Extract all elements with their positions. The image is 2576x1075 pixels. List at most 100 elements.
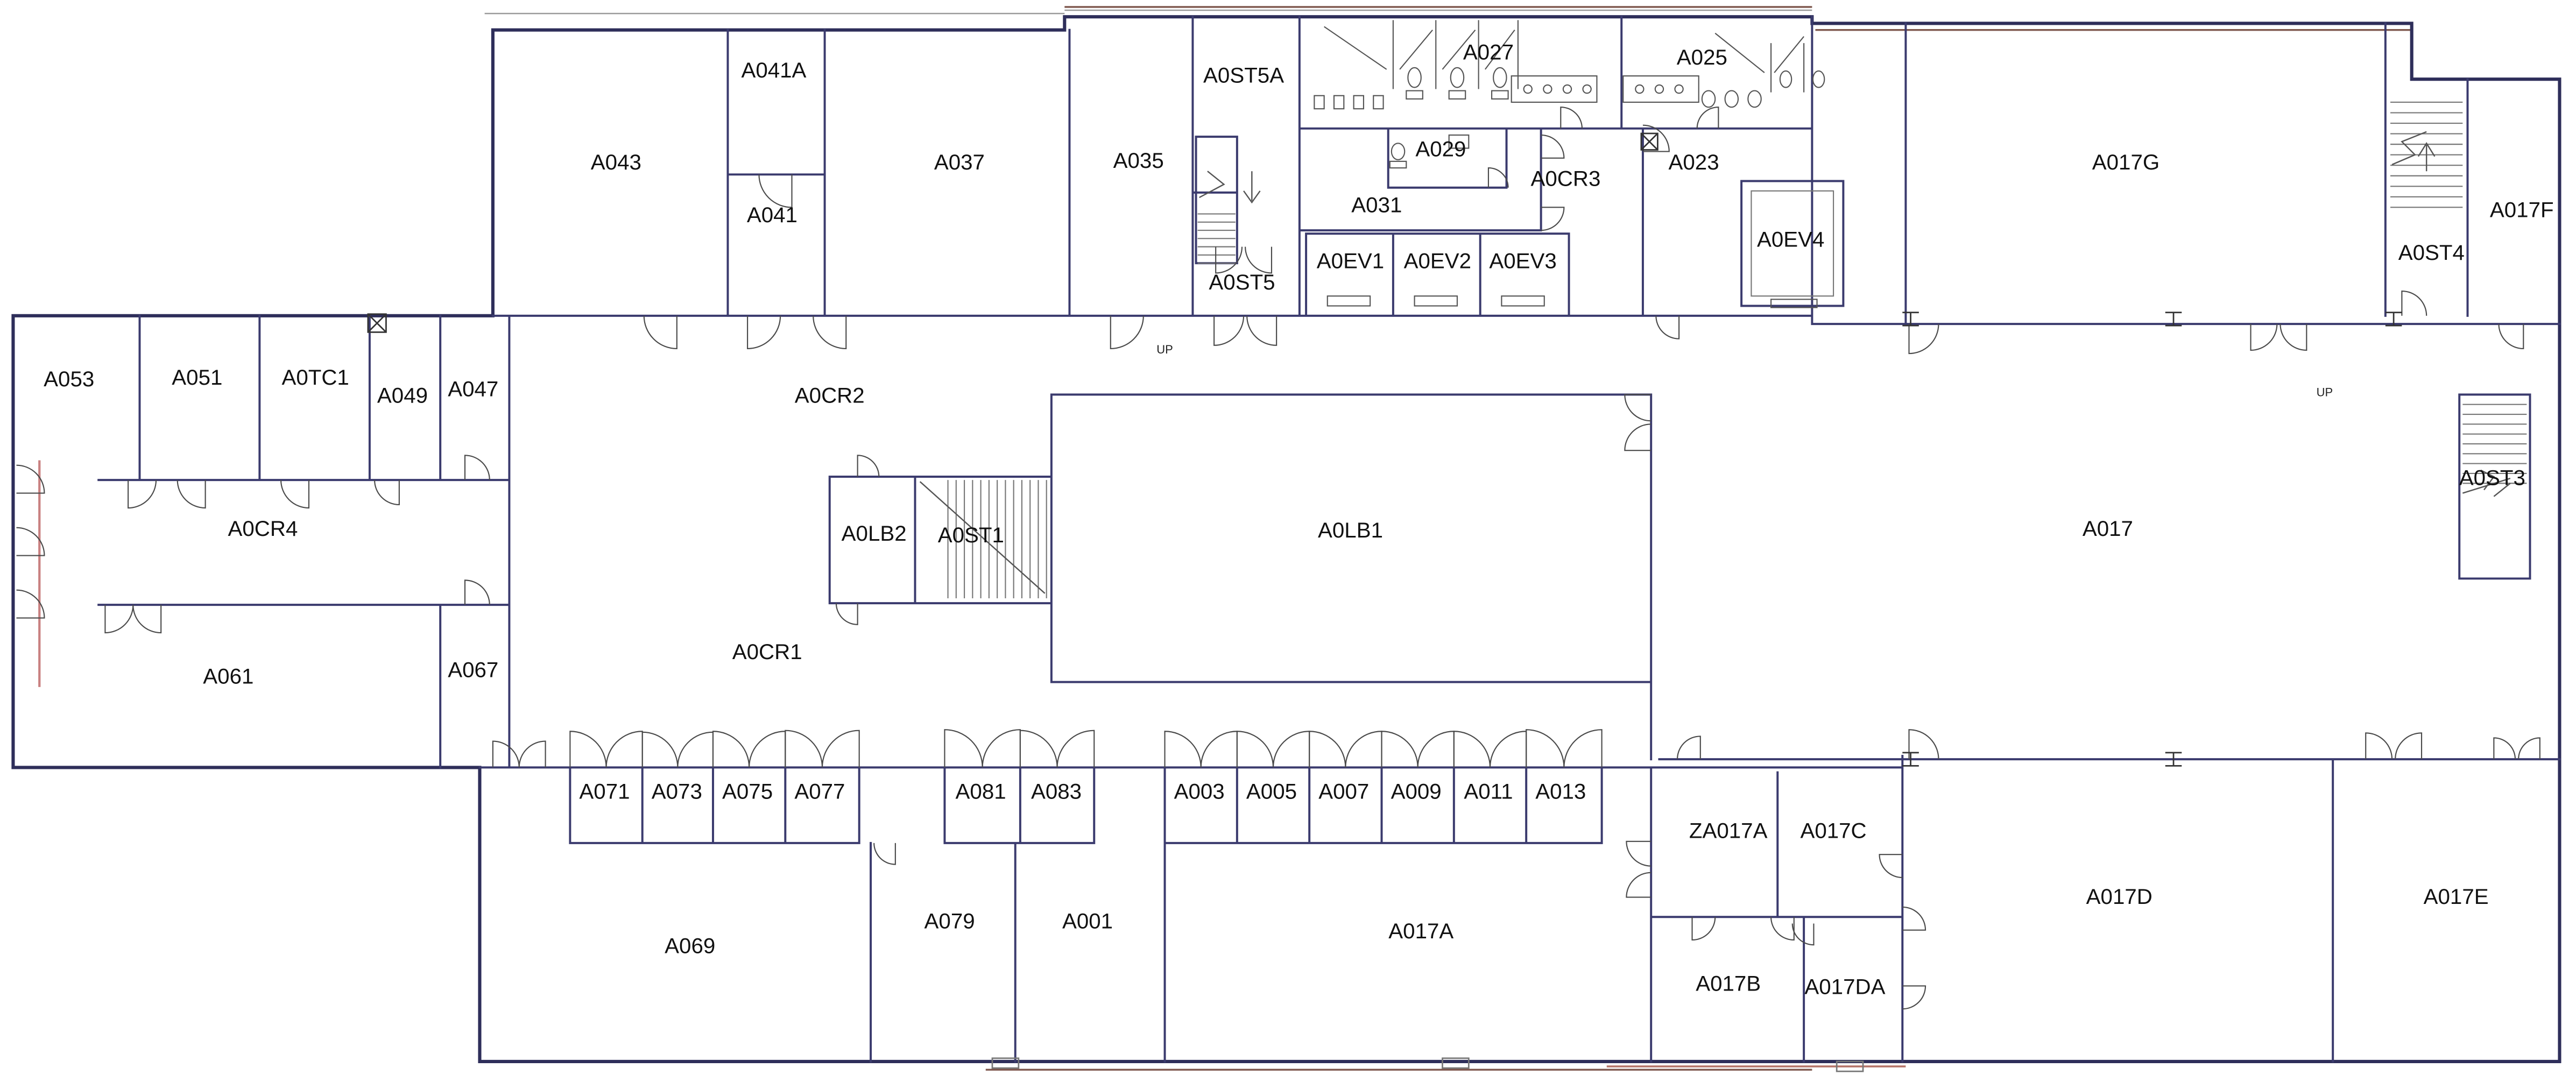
stair-a0st3-arrow-icon	[2462, 469, 2511, 497]
room-label-A017G: A017G	[2092, 150, 2159, 174]
door-swing-icon	[1791, 923, 1815, 946]
stairs-layer	[947, 101, 2527, 598]
door-swing-icon	[1056, 730, 1095, 768]
room-label-A073: A073	[652, 779, 702, 803]
room-label-A0CR1: A0CR1	[732, 640, 802, 664]
room-label-A017B: A017B	[1696, 972, 1761, 996]
room-label-A017A: A017A	[1388, 919, 1453, 943]
door-swing-icon	[1236, 731, 1274, 768]
wall-column	[991, 1057, 1020, 1069]
sink-basin-icon	[1582, 84, 1592, 94]
room-label-A011: A011	[1464, 779, 1513, 803]
door-swing-icon	[104, 605, 134, 634]
door-swing-icon	[1381, 731, 1418, 768]
door-swing-icon	[873, 843, 896, 865]
door-swing-icon	[128, 480, 157, 509]
sink-basin-icon	[1674, 84, 1684, 94]
room-label-A003: A003	[1174, 779, 1225, 803]
urinal-icon	[1373, 95, 1384, 110]
door-swing-icon	[464, 455, 490, 480]
room-label-A0ST4: A0ST4	[2398, 241, 2465, 265]
room-label-A017: A017	[2083, 517, 2133, 541]
door-swing-icon	[2395, 732, 2423, 760]
accent-lines-layer	[38, 6, 2412, 1071]
door-swing-icon	[1245, 246, 1273, 274]
door-swing-icon	[1487, 167, 1509, 188]
wc-tank-icon	[1448, 90, 1466, 100]
door-swing-icon	[1676, 735, 1701, 760]
room-label-ZA017A: ZA017A	[1689, 819, 1768, 843]
room-label-A001: A001	[1062, 909, 1113, 933]
column-h-icon	[2165, 752, 2182, 767]
doors-layer	[16, 107, 2540, 1010]
door-swing-icon	[374, 480, 400, 506]
room-label-A051: A051	[172, 365, 222, 390]
door-swing-icon	[16, 589, 45, 619]
room-label-A031: A031	[1351, 193, 1402, 217]
sink-basin-icon	[1543, 84, 1552, 94]
outer-wall	[11, 15, 2561, 1063]
room-label-A077: A077	[794, 779, 845, 803]
basin-icon	[1747, 90, 1762, 108]
urinal-icon	[1353, 95, 1365, 110]
door-swing-icon	[712, 731, 750, 768]
room-label-A035: A035	[1113, 148, 1164, 173]
door-swing-icon	[1246, 315, 1278, 346]
sink-counter-a027	[1511, 75, 1598, 103]
fixtures-layer	[1314, 20, 1834, 308]
door-swing-icon	[1624, 423, 1652, 451]
room-label-A0LB2: A0LB2	[842, 521, 907, 546]
column-h-icon	[1902, 752, 1919, 767]
room-label-A0ST5A: A0ST5A	[1203, 63, 1284, 87]
door-swing-icon	[16, 527, 45, 556]
room-label-A041A: A041A	[741, 58, 806, 82]
door-swing-icon	[1626, 840, 1652, 867]
door-swing-icon	[1489, 731, 1527, 768]
toilet-stall-partitions-a025	[1714, 32, 1805, 93]
room-label-A0TC1: A0TC1	[281, 365, 349, 390]
wc-icon	[1450, 67, 1465, 88]
door-swing-icon	[1345, 731, 1382, 768]
room-label-A053: A053	[44, 367, 94, 391]
door-swing-icon	[1691, 917, 1716, 941]
door-swing-icon	[1215, 246, 1243, 274]
room-label-A009: A009	[1391, 779, 1442, 803]
door-swing-icon	[2493, 737, 2516, 760]
basin-icon	[1724, 90, 1739, 108]
door-swing-icon	[1110, 315, 1144, 349]
door-swing-icon	[1626, 872, 1652, 898]
room-label-A023: A023	[1669, 150, 1719, 174]
sink-basin-icon	[1562, 84, 1572, 94]
room-label-A0ST5: A0ST5	[1209, 270, 1275, 294]
elevator-door-icon	[1414, 295, 1458, 307]
column-x-box-icon	[367, 313, 387, 333]
door-swing-icon	[2279, 324, 2307, 351]
room-label-A049: A049	[377, 384, 428, 408]
door-swing-icon	[1770, 917, 1795, 941]
door-swing-icon	[643, 315, 677, 349]
room-label-A047: A047	[448, 377, 498, 401]
room-label-A0EV4: A0EV4	[1757, 228, 1824, 252]
stair-up-label: UP	[2317, 385, 2333, 399]
door-swing-icon	[1560, 107, 1583, 129]
door-swing-icon	[1417, 731, 1455, 768]
room-label-A083: A083	[1031, 779, 1082, 803]
room-label-A017E: A017E	[2424, 885, 2489, 909]
door-swing-icon	[785, 730, 823, 768]
wc-tank-icon	[1491, 90, 1509, 100]
door-swing-icon	[641, 731, 679, 768]
door-swing-icon	[464, 579, 490, 605]
door-swing-icon	[944, 729, 983, 768]
room-label-A0ST1: A0ST1	[938, 523, 1004, 547]
room-label-A067: A067	[448, 657, 498, 682]
door-swing-icon	[1624, 394, 1652, 422]
stair-arrows-layer	[919, 131, 2511, 594]
room-label-A0CR4: A0CR4	[228, 517, 298, 541]
door-swing-icon	[1642, 124, 1670, 152]
room-label-A081: A081	[956, 779, 1006, 803]
door-swing-icon	[857, 455, 880, 477]
room-label-A017DA: A017DA	[1804, 975, 1885, 999]
